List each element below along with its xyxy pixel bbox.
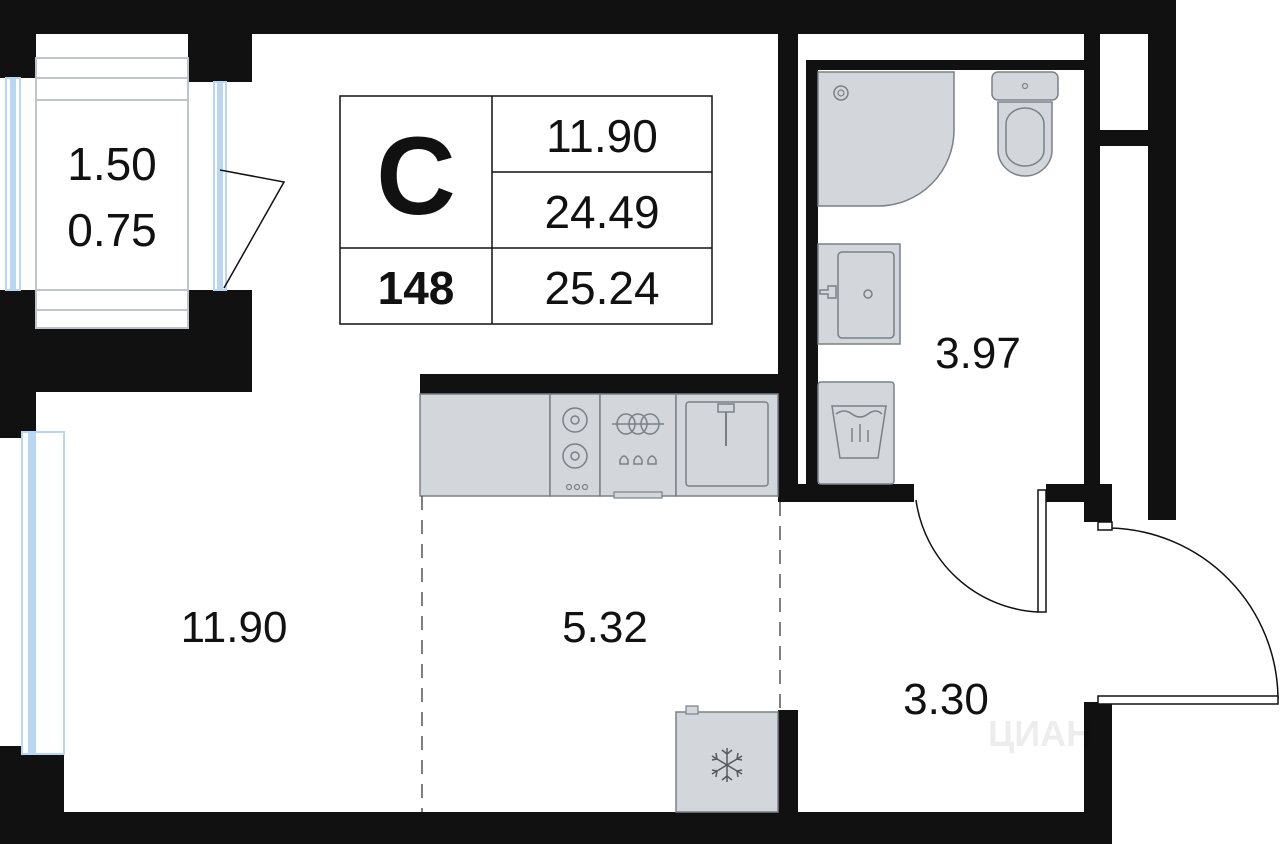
snowflake-icon <box>711 748 743 782</box>
summary-table: С 148 11.90 24.49 25.24 <box>339 95 713 325</box>
window-left-upper-glass <box>10 78 16 290</box>
washbasin-icon <box>817 243 901 345</box>
dishwasher-icon <box>599 393 677 499</box>
bath-right-wall <box>1084 34 1100 500</box>
kitchen-top-wall <box>420 374 798 394</box>
sink-icon <box>675 393 779 497</box>
balcony-area: 1.50 <box>67 138 157 190</box>
bathroom-fixtures <box>817 71 1059 485</box>
left-block-under-balcony <box>36 328 252 392</box>
window-left-lower-glass <box>28 432 36 754</box>
watermark: ЦИАН <box>988 713 1092 754</box>
window-balcony-right-glass <box>217 82 223 290</box>
doors <box>915 489 1279 705</box>
living-area-value: 11.90 <box>546 110 658 162</box>
walls <box>0 0 1176 844</box>
bath-outer-left-wall <box>778 34 798 500</box>
bathroom-area: 3.97 <box>935 329 1021 378</box>
left-mid-wall <box>0 290 36 438</box>
balcony-reduced-area: 0.75 <box>67 204 157 256</box>
top-right-corner-wall <box>1148 0 1176 520</box>
counter-cabinet <box>419 393 551 497</box>
fridge <box>675 705 779 813</box>
toilet-icon <box>991 71 1059 177</box>
bath-inner-left-wall <box>806 60 818 492</box>
right-lower-wall <box>1084 702 1112 844</box>
bathroom-door <box>915 499 1039 613</box>
entrance-door <box>1109 527 1279 701</box>
shaft-divider-1 <box>1100 130 1148 146</box>
hallway-area: 3.30 <box>903 675 989 724</box>
bath-inner-top-wall <box>806 60 1086 70</box>
washing-machine-icon <box>817 381 895 485</box>
balcony-frame <box>35 57 189 329</box>
kitchen-counter <box>419 393 779 499</box>
kitchen-area: 5.32 <box>562 603 648 652</box>
area-without-balcony-value: 24.49 <box>544 186 659 238</box>
fridge-partition-wall <box>778 710 798 822</box>
hob-icon <box>549 393 601 497</box>
bath-bottom-wall-right <box>1046 484 1112 502</box>
balcony-left-wall-top <box>188 34 252 82</box>
apartment-type-letter: С <box>376 115 455 238</box>
left-upper-wall <box>0 0 36 78</box>
total-area-value: 25.24 <box>544 262 659 314</box>
shower-icon <box>817 71 955 207</box>
balcony: 1.50 0.75 <box>35 57 286 329</box>
bath-bottom-wall-left <box>778 484 914 502</box>
bottom-wall <box>0 812 1112 844</box>
top-wall <box>0 0 1176 34</box>
balcony-door-swing <box>219 169 286 289</box>
windows <box>5 77 227 755</box>
apartment-number: 148 <box>378 262 455 314</box>
living-room-area: 11.90 <box>181 603 288 652</box>
